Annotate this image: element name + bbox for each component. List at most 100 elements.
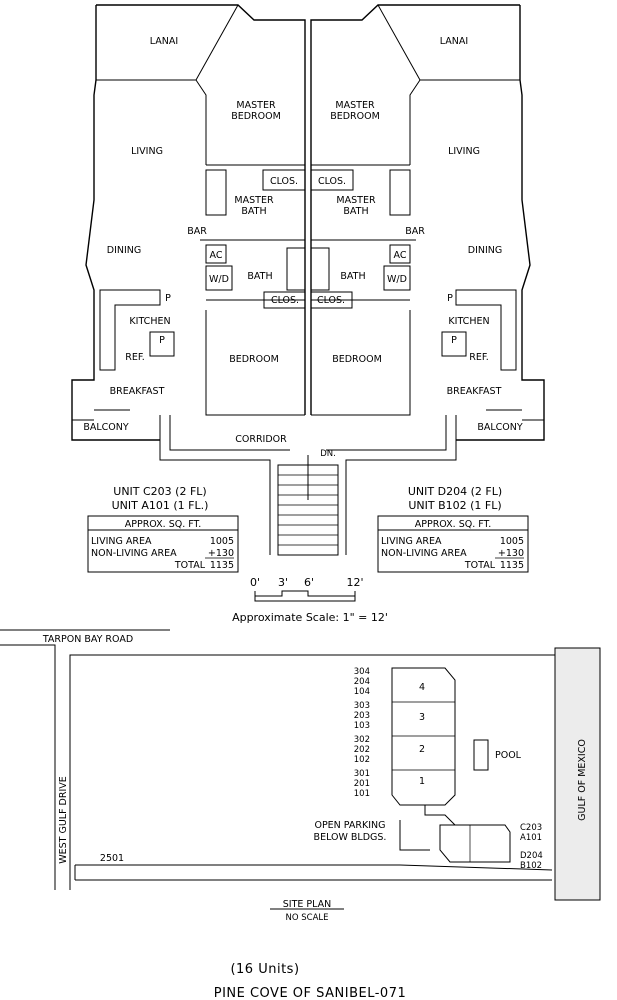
address-label: 2501 [100, 853, 124, 864]
left-bedroom-label: BEDROOM [229, 354, 279, 365]
right-sqft-value-3: 1135 [500, 560, 524, 571]
corridor-inner [169, 415, 447, 451]
scale-tick-12: 12' [346, 576, 363, 589]
left-fridge [149, 331, 175, 357]
scale-tick-3: 3' [278, 576, 288, 589]
left-closet-master-label: CLOS. [270, 176, 298, 187]
gulf-water [554, 647, 601, 901]
parking-path [399, 805, 456, 851]
gulf-label: GULF OF MEXICO [577, 739, 588, 821]
left-ac-label: AC [210, 250, 223, 261]
left-living-label: LIVING [131, 146, 163, 157]
right-master-label-1: MASTER [335, 100, 375, 111]
left-master-wall [195, 79, 207, 165]
left-bath-tub [286, 247, 306, 291]
building-1-unit-3: 101 [354, 789, 370, 799]
left-master-label-1: MASTER [236, 100, 276, 111]
left-lanai-label: LANAI [150, 36, 178, 47]
left-sqft-value-2: +130 [208, 548, 234, 559]
right-breakfast-label: BREAKFAST [447, 386, 502, 397]
right-sqft-label-1: LIVING AREA [381, 536, 442, 547]
right-pantry-label: P [447, 293, 453, 304]
right-sqft-label-3: TOTAL [464, 560, 496, 571]
left-fridge-p-label: P [159, 335, 165, 346]
building-4-label: 4 [419, 682, 425, 693]
left-sqft-value-1: 1005 [210, 536, 234, 547]
building-2-unit-1: 302 [354, 735, 370, 745]
building-4-unit-1: 304 [354, 667, 370, 677]
right-bath-label: BATH [340, 271, 365, 282]
right-breakfast-edge [486, 409, 544, 421]
small-building-unit-d204: D204 [520, 851, 543, 861]
scale-tick-6: 6' [304, 576, 314, 589]
site-plan-title: SITE PLAN [283, 899, 332, 910]
pool-shape [473, 739, 489, 771]
building-3-unit-1: 303 [354, 701, 370, 711]
left-sqft-value-3: 1135 [210, 560, 234, 571]
left-ac-box [205, 244, 227, 264]
right-balcony-label: BALCONY [477, 422, 523, 433]
building-2-unit-3: 102 [354, 755, 370, 765]
right-ref-label: REF. [469, 352, 489, 363]
left-master-label-2: BEDROOM [231, 111, 281, 122]
right-bedroom-label: BEDROOM [332, 354, 382, 365]
right-kitchen-counter [455, 289, 517, 371]
left-closet-bed-label: CLOS. [271, 295, 299, 306]
building-1-unit-2: 201 [354, 779, 370, 789]
scale-bar-shape [254, 590, 356, 602]
left-master-bath-label-2: BATH [241, 206, 266, 217]
left-wd-label: W/D [209, 274, 229, 285]
scale-note: Approximate Scale: 1" = 12' [232, 611, 388, 624]
site-plan-subtitle: NO SCALE [285, 913, 328, 923]
right-closet-master-label: CLOS. [318, 176, 346, 187]
left-bath-label: BATH [247, 271, 272, 282]
building-4-unit-3: 104 [354, 687, 370, 697]
left-unit-line-1: UNIT C203 (2 FL) [113, 485, 206, 498]
right-unit-line-2: UNIT B102 (1 FL) [408, 499, 501, 512]
corridor-walls [159, 415, 457, 555]
scale-bar: 0' 3' 6' 12' Approximate Scale: 1" = 12' [232, 576, 388, 624]
left-sqft-label-2: NON-LIVING AREA [91, 548, 177, 559]
building-3-unit-3: 103 [354, 721, 370, 731]
small-building-unit-a101: A101 [520, 833, 542, 843]
building-2-unit-2: 202 [354, 745, 370, 755]
left-sqft-label-3: TOTAL [174, 560, 206, 571]
right-sqft-value-2: +130 [498, 548, 524, 559]
small-building-unit-c203: C203 [520, 823, 542, 833]
unit-info-right: UNIT D204 (2 FL) UNIT B102 (1 FL) APPROX… [377, 485, 529, 573]
footer-name: PINE COVE OF SANIBEL-071 [214, 986, 407, 1000]
right-sqft-table [377, 515, 529, 573]
right-ac-label: AC [394, 250, 407, 261]
floor-plan: LANAI MASTER BEDROOM LIVING CLOS. MASTER… [71, 4, 545, 556]
right-sqft-value-1: 1005 [500, 536, 524, 547]
left-master-bath-label-1: MASTER [234, 195, 274, 206]
building-3-unit-2: 203 [354, 711, 370, 721]
right-master-label-2: BEDROOM [330, 111, 380, 122]
right-bar-label: BAR [405, 226, 425, 237]
left-unit-outer-wall [71, 5, 160, 441]
right-unit-top-wall [310, 4, 520, 415]
small-building [439, 824, 511, 863]
left-breakfast-edge [72, 409, 130, 421]
right-wd-box [383, 265, 411, 291]
right-unit-line-1: UNIT D204 (2 FL) [408, 485, 502, 498]
building-4-unit-2: 204 [354, 677, 370, 687]
left-closet-master [262, 169, 306, 191]
right-tub [389, 169, 411, 216]
right-dining-label: DINING [468, 245, 503, 256]
left-kitchen-counter [99, 289, 161, 371]
stairs-down-label: DN. [320, 449, 336, 459]
parking-label-1: OPEN PARKING [314, 820, 385, 831]
right-bath-tub [310, 247, 330, 291]
parking-label-2: BELOW BLDGS. [314, 832, 387, 843]
site-plan: TARPON BAY ROAD WEST GULF DRIVE 2501 GUL… [0, 629, 601, 923]
left-sqft-header: APPROX. SQ. FT. [125, 519, 202, 530]
right-fridge [441, 331, 467, 357]
right-unit-outer-wall [456, 5, 545, 441]
right-fridge-p-label: P [451, 335, 457, 346]
pool-label: POOL [495, 750, 522, 761]
left-balcony-label: BALCONY [83, 422, 129, 433]
left-breakfast-label: BREAKFAST [110, 386, 165, 397]
left-tub [205, 169, 227, 216]
left-unit-top-wall [96, 4, 306, 415]
